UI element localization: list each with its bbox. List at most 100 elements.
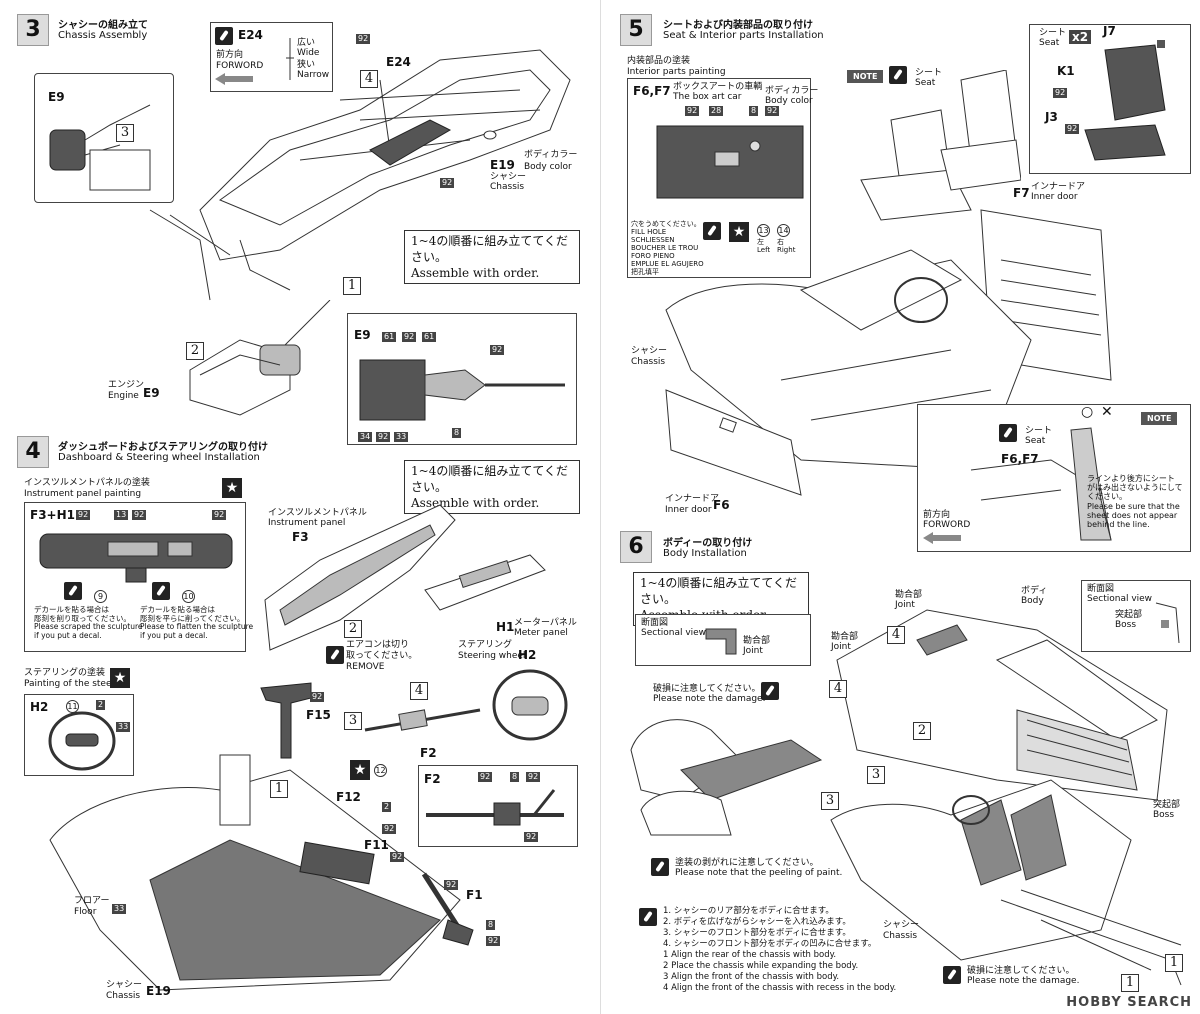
step4-assembly-4: 4 — [410, 682, 428, 700]
f12-num-2: 2 — [382, 802, 392, 812]
left-jp: 左 — [757, 238, 764, 246]
f1-num-92: 92 — [444, 880, 459, 890]
peel-jp: 塗装の剥がれに注意してください。 — [675, 858, 819, 868]
f2-detail-drawing — [426, 789, 564, 826]
steering-paint-drawing — [48, 711, 116, 771]
steering-num-2: 2 — [96, 700, 106, 710]
step3-order-jp: 1~4の順番に組み立ててください。 — [411, 234, 568, 264]
f11-num: 92 — [390, 852, 405, 862]
engine-en: Engine — [108, 391, 139, 401]
joint-mid-en: Joint — [831, 642, 851, 652]
instrument-panel-main-drawing — [264, 504, 456, 651]
seat-num-3: 92 — [1065, 124, 1080, 134]
engine-jp: エンジン — [108, 380, 145, 390]
right-en: Right — [777, 246, 796, 255]
decal-left-en1: Please scraped the sculpture — [34, 622, 143, 632]
step3-order-en: Assemble with order. — [411, 266, 540, 280]
engine-part-label: E9 — [143, 386, 160, 400]
joint-left-en: Joint — [743, 646, 763, 656]
meter-panel-jp: メーターパネル — [514, 618, 577, 628]
step3-order-box: 1~4の順番に組み立ててください。 Assemble with order. — [404, 230, 580, 284]
joint-top-jp: 勘合部 — [895, 590, 923, 600]
door-num-28: 28 — [709, 106, 724, 116]
hobby-search-watermark: HOBBY SEARCH — [1066, 995, 1192, 1010]
step6-assembly-4b: 4 — [829, 680, 847, 698]
instruction-jp-4: 4. シャシーのフロント部分をボディの凹みに合せます。 — [663, 939, 877, 949]
f2-num-3: 92 — [526, 772, 541, 782]
decal-right-note: デカールを貼る場合は 彫刻を平らに削ってください。 Please to flat… — [140, 605, 253, 641]
wide-jp: 広い — [297, 38, 316, 48]
steering-paint-en: Painting of the steering — [24, 679, 130, 689]
seatbox-en: Seat — [1039, 38, 1060, 48]
note-badge-1: NOTE — [847, 70, 884, 83]
fill-hole-jp: 穴をうめてください。 — [631, 220, 701, 228]
floor-en: Floor — [74, 907, 97, 917]
decal-right-en2: if you put a decal. — [140, 630, 208, 640]
panel-parts-label: F3+H1 — [30, 508, 75, 522]
f1-num-92b: 92 — [486, 936, 501, 946]
aircon-en: REMOVE — [346, 662, 385, 672]
joint-left-jp: 勘合部 — [743, 636, 771, 646]
step6-order-jp: 1~4の順番に組み立ててください。 — [640, 576, 797, 606]
f1-label: F1 — [466, 888, 483, 902]
fill-hole-en: FILL HOLE — [631, 228, 667, 237]
step5-number: 5 — [620, 14, 652, 46]
assembly-step-4: 4 — [360, 70, 378, 88]
panel-paint-jp: インスツルメントパネルの塗装 — [24, 478, 150, 488]
seat-parts-drawing — [1084, 40, 1166, 161]
f15-num: 92 — [310, 692, 325, 702]
floor-chassis-drawing — [49, 754, 461, 991]
step4-assembly-3: 3 — [344, 712, 362, 730]
decal-right-jp1: デカールを貼る場合は — [140, 605, 215, 614]
pickup-body-drawing — [836, 609, 1168, 801]
x2-badge: x2 — [1069, 30, 1092, 44]
e19-label: E19 — [490, 158, 515, 172]
right-page: 5 シートおよび内装部品の取り付け Seat & Interior parts … — [600, 0, 1200, 1014]
steering-paint-box — [24, 694, 134, 776]
step6-assembly-3a: 3 — [867, 766, 885, 784]
step4-order-en: Assemble with order. — [411, 496, 540, 510]
peel-brush-icon — [651, 858, 669, 876]
forward-arrow-icon — [215, 73, 253, 85]
decal-left-jp1: デカールを貼る場合は — [34, 605, 109, 614]
step4-assembly-2: 2 — [344, 620, 362, 638]
instruction-en-4: 4 Align the front of the chassis with re… — [663, 983, 897, 993]
steering-en: Steering wheel — [458, 651, 526, 661]
inset-step-3: 3 — [116, 124, 134, 142]
instrument-panel-en: Instrument panel — [268, 518, 346, 528]
instrument-panel-drawing — [39, 533, 233, 583]
sectional-right-en: Sectional view — [1087, 594, 1153, 604]
paint-brush-icon — [215, 27, 233, 45]
panel-num-2: 13 — [114, 510, 129, 520]
steering-paint-jp: ステアリングの塗装 — [24, 668, 106, 678]
note-forward-jp: 前方向 — [923, 510, 951, 520]
decal-left-note: デカールを貼る場合は 彫刻を削り取ってください。 Please scraped … — [34, 605, 143, 641]
star-icon: ★ — [222, 478, 242, 498]
box-art-en: The box art car — [673, 92, 742, 102]
f11-label: F11 — [364, 838, 389, 852]
door-num-8: 8 — [749, 106, 759, 116]
chassis-frame-drawing — [149, 49, 571, 301]
interior-paint-en: Interior parts painting — [627, 67, 726, 77]
instruction-list: 1. シャシーのリア部分をボディに合せます。 2. ボディを広げながらシャシーを… — [663, 906, 896, 994]
door-num-92b: 92 — [765, 106, 780, 116]
door-panel-paint-drawing — [656, 125, 804, 199]
detail-num-6: 92 — [376, 432, 391, 442]
inner-door-f6-jp: インナードア — [665, 494, 720, 504]
part-92-e24: 92 — [356, 34, 371, 44]
h2-label: H2 — [518, 648, 537, 662]
boss-box-en: Boss — [1115, 620, 1137, 630]
right-jp: 右 — [777, 238, 784, 246]
aircon-jp2: 取ってください。 — [346, 651, 418, 661]
f12-label: F12 — [336, 790, 361, 804]
joint-top-en: Joint — [895, 600, 915, 610]
note-seat-en: Seat — [1025, 436, 1046, 446]
body-jp: ボディ — [1021, 586, 1048, 596]
detail-num-4: 92 — [490, 345, 505, 355]
instruction-jp-3: 3. シャシーのフロント部分をボディに合せます。 — [663, 928, 851, 938]
instruction-en-3: 3 Align the front of the chassis with bo… — [663, 972, 840, 982]
seat-num-2: 92 — [1053, 88, 1068, 98]
step4-number: 4 — [17, 436, 49, 468]
step6-assembly-2: 2 — [913, 722, 931, 740]
